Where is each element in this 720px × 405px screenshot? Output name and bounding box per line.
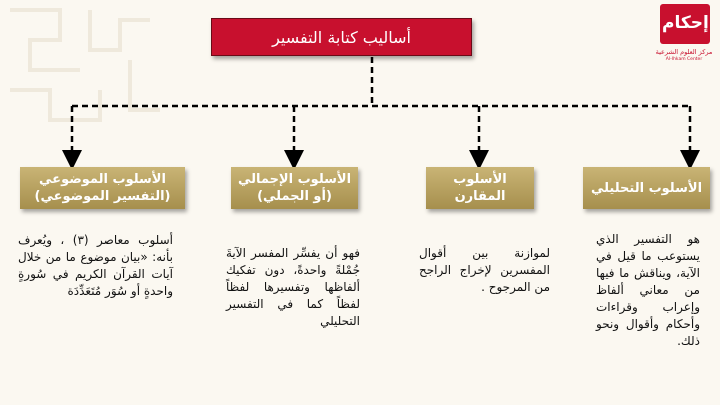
logo-mark	[660, 4, 710, 44]
branch-title: الأسلوب التحليلي	[590, 180, 703, 196]
description-thematic: أسلوب معاصر (٣) ، ويُعرف بأنه: «بيان موض…	[18, 233, 173, 298]
logo-tagline: Al-Ihkam Center	[665, 57, 703, 62]
branch-general: الأسلوب الإجمالي (أو الجملي)	[231, 167, 358, 209]
description-analytical: هو التفسير الذي يستوعب ما قيل في الآية، …	[596, 232, 700, 348]
decorative-pattern	[10, 8, 160, 122]
branch-analytical: الأسلوب التحليلي	[583, 167, 710, 209]
logo: إحكام مركز العلوم الشرعية Al-Ihkam Cente…	[652, 4, 716, 68]
branch-subtitle: (أو الجملي)	[257, 189, 332, 204]
description-comparative: لموازنة بين أقوال المفسرين لإخراج الراجح…	[419, 246, 550, 294]
logo-brand: إحكام	[662, 13, 709, 33]
branch-comparative: الأسلوب المقارن	[426, 167, 534, 209]
logo-subtitle: مركز العلوم الشرعية	[655, 48, 713, 56]
branch-thematic: الأسلوب الموضوعي (التفسير الموضوعي)	[20, 167, 185, 209]
diagram-title: أساليب كتابة التفسير	[211, 18, 472, 56]
branch-title: الأسلوب الموضوعي	[39, 172, 166, 187]
branch-subtitle: (التفسير الموضوعي)	[34, 189, 171, 204]
description-general: فهو أن يفسِّر المفسر الآيةَ جُمْلةً واحد…	[226, 246, 360, 328]
branch-title: الأسلوب الإجمالي	[237, 172, 352, 187]
branch-title: الأسلوب المقارن	[453, 172, 507, 204]
